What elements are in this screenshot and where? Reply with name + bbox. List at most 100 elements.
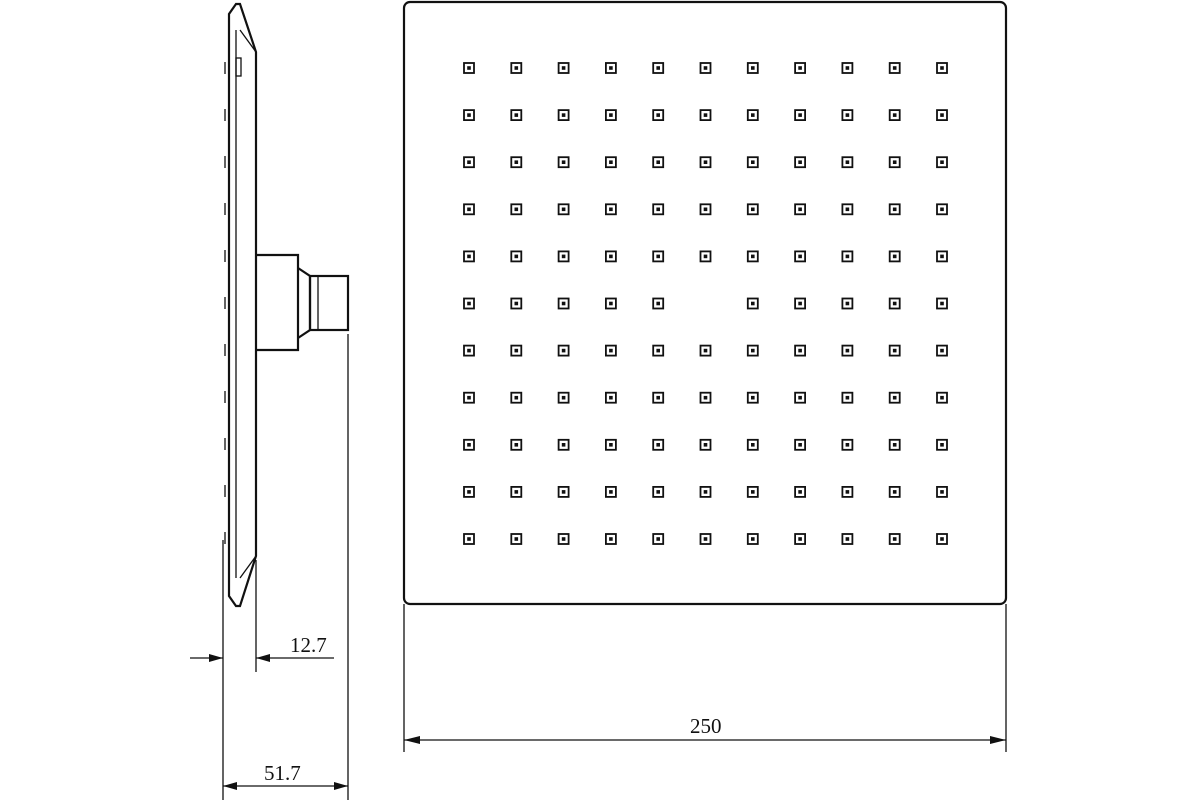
side-view (224, 2, 350, 608)
nozzle (794, 203, 806, 216)
nozzle (794, 438, 806, 451)
nozzle (794, 250, 806, 263)
nozzle (652, 62, 665, 74)
nozzle (888, 250, 901, 263)
nozzle (841, 203, 854, 216)
nozzle (746, 156, 759, 169)
nozzle (510, 297, 523, 310)
nozzle (605, 438, 617, 451)
nozzle (936, 391, 948, 404)
nozzle (557, 203, 570, 216)
nozzle (746, 485, 759, 498)
nozzle (794, 533, 806, 545)
nozzle (936, 485, 948, 498)
dim-51-7-left-arrow (223, 782, 237, 790)
nozzle (888, 109, 901, 121)
nozzle (605, 344, 617, 357)
nozzle (936, 62, 948, 74)
nozzle (888, 533, 901, 545)
nozzle (557, 485, 570, 498)
nozzle (936, 344, 948, 357)
nozzle-grid (463, 62, 948, 545)
nozzle (463, 344, 475, 357)
nozzle (463, 533, 475, 545)
nozzle (699, 533, 712, 545)
nozzle (510, 485, 523, 498)
nozzle (557, 109, 570, 121)
side-connector-neck (297, 267, 312, 339)
nozzle (794, 344, 806, 357)
nozzle (605, 533, 617, 545)
nozzle (510, 156, 523, 169)
dim-12-7-left-arrow (209, 654, 223, 662)
nozzle (463, 62, 475, 74)
nozzle (699, 438, 712, 451)
nozzle (746, 533, 759, 545)
nozzle (746, 344, 759, 357)
nozzle (841, 297, 854, 310)
nozzle (510, 533, 523, 545)
side-connector-body (256, 253, 300, 352)
nozzle (699, 250, 712, 263)
nozzle (841, 485, 854, 498)
nozzle (936, 156, 948, 169)
nozzle (652, 533, 665, 545)
nozzle (746, 203, 759, 216)
nozzle (605, 203, 617, 216)
nozzle (605, 156, 617, 169)
nozzle (652, 250, 665, 263)
nozzle (463, 391, 475, 404)
nozzle (463, 297, 475, 310)
nozzle (699, 203, 712, 216)
nozzle (888, 156, 901, 169)
nozzle (794, 109, 806, 121)
nozzle (605, 297, 617, 310)
front-view (402, 0, 1008, 606)
nozzle (888, 391, 901, 404)
dim-label-inlet-offset: 12.7 (290, 633, 327, 657)
nozzle (652, 109, 665, 121)
nozzle (888, 438, 901, 451)
dimension-lines (190, 334, 1007, 800)
dim-51-7-right-arrow (334, 782, 348, 790)
nozzle (794, 391, 806, 404)
nozzle (936, 297, 948, 310)
nozzle (794, 485, 806, 498)
dim-12-7-right-arrow (256, 654, 270, 662)
nozzle (699, 156, 712, 169)
nozzle (794, 297, 806, 310)
nozzle (888, 297, 901, 310)
nozzle (557, 250, 570, 263)
nozzle (557, 391, 570, 404)
dim-250-left-arrow (404, 736, 420, 744)
nozzle (841, 109, 854, 121)
nozzle (841, 250, 854, 263)
dim-250-right-arrow (990, 736, 1006, 744)
nozzle (463, 485, 475, 498)
nozzle (510, 109, 523, 121)
nozzle (652, 391, 665, 404)
nozzle (557, 156, 570, 169)
nozzle (463, 109, 475, 121)
nozzle (510, 203, 523, 216)
nozzle (510, 391, 523, 404)
nozzle (699, 485, 712, 498)
nozzle (652, 203, 665, 216)
nozzle (936, 250, 948, 263)
nozzle (936, 109, 948, 121)
nozzle (936, 203, 948, 216)
nozzle (652, 344, 665, 357)
nozzle (888, 203, 901, 216)
nozzle (936, 533, 948, 545)
nozzle (936, 438, 948, 451)
nozzle (605, 62, 617, 74)
dim-label-width: 250 (690, 714, 722, 738)
nozzle (557, 533, 570, 545)
nozzle (463, 250, 475, 263)
side-connector-nut (308, 274, 350, 332)
nozzle (746, 109, 759, 121)
nozzle (557, 438, 570, 451)
nozzle (746, 297, 759, 310)
nozzle (463, 156, 475, 169)
